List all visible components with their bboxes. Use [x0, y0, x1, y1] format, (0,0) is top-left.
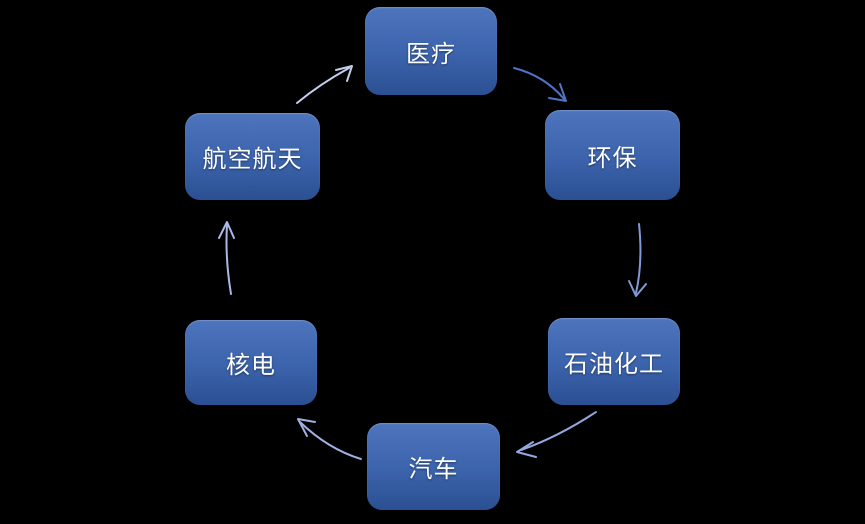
- node-hedian[interactable]: 核电: [185, 320, 317, 405]
- node-hangkong-hangtian[interactable]: 航空航天: [185, 113, 320, 200]
- node-shiyou-huagong[interactable]: 石油化工: [548, 318, 680, 405]
- arrow-line: [299, 421, 362, 460]
- arrow-hangkong-hangtian-to-yiliao: [296, 65, 353, 104]
- arrow-head: [628, 280, 647, 297]
- arrow-hedian-to-hangkong-hangtian: [218, 221, 235, 295]
- arrow-head: [297, 418, 316, 437]
- arrow-head: [218, 221, 235, 239]
- node-label: 医疗: [406, 39, 456, 68]
- node-label: 石油化工: [564, 350, 664, 378]
- node-label: 航空航天: [202, 145, 303, 173]
- arrow-line: [513, 67, 565, 100]
- node-label: 汽车: [408, 455, 459, 483]
- arrow-head: [548, 83, 567, 102]
- arrow-line: [296, 67, 350, 104]
- arrow-yiliao-to-huanbao: [513, 67, 567, 102]
- arrow-huanbao-to-shiyou-huagong: [628, 223, 647, 297]
- node-label: 核电: [226, 351, 276, 379]
- arrow-line: [520, 411, 597, 451]
- arrow-qiche-to-hedian: [297, 418, 362, 460]
- arrow-line: [225, 224, 232, 295]
- arrow-shiyou-huagong-to-qiche: [516, 411, 597, 458]
- node-qiche[interactable]: 汽车: [367, 423, 500, 510]
- node-huanbao[interactable]: 环保: [545, 110, 680, 200]
- arrow-head: [335, 65, 353, 82]
- arrow-head: [516, 441, 537, 458]
- arrow-line: [635, 223, 642, 294]
- node-label: 环保: [587, 143, 638, 172]
- node-yiliao[interactable]: 医疗: [365, 7, 497, 95]
